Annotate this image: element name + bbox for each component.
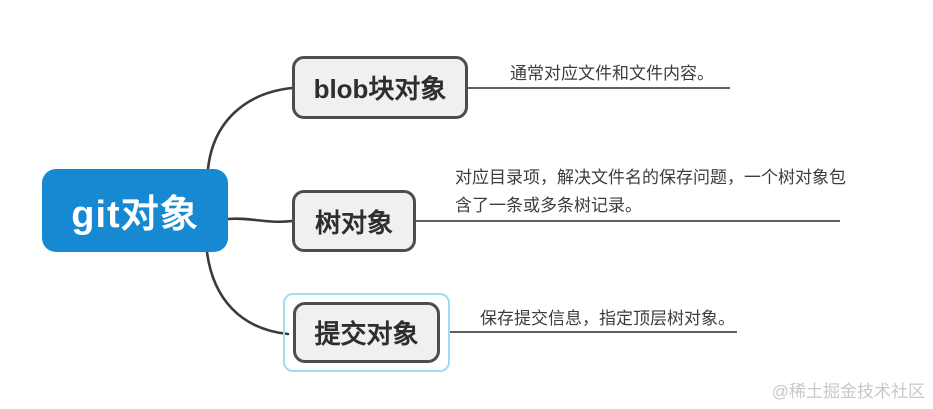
node-tree-object[interactable]: 树对象 [292, 190, 416, 252]
node-blob-object[interactable]: blob块对象 [292, 56, 468, 119]
blob-node-label: blob块对象 [313, 74, 447, 104]
connector-root-blob [206, 86, 294, 171]
root-node-label: git对象 [71, 194, 199, 236]
watermark: @稀土掘金技术社区 [771, 382, 925, 401]
node-git-object-root[interactable]: git对象 [42, 169, 228, 252]
node-commit-object[interactable]: 提交对象 [293, 302, 440, 363]
commit-node-selection-outline [283, 293, 450, 372]
note-tree-object: 对应目录项，解决文件名的保存问题，一个树对象包含了一条或多条树记录。 [455, 168, 846, 215]
connector-root-tree [226, 217, 294, 224]
note-commit-object: 保存提交信息，指定顶层树对象。 [480, 309, 735, 328]
note-blob-object: 通常对应文件和文件内容。 [510, 64, 714, 83]
connector-root-commit [205, 250, 290, 336]
commit-node-label: 提交对象 [314, 319, 419, 349]
tree-node-label: 树对象 [314, 207, 393, 238]
